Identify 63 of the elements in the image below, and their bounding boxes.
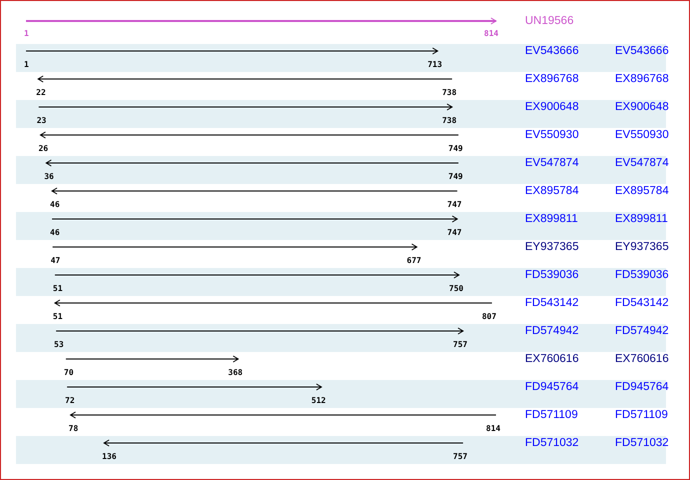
end-position: 757 — [453, 340, 468, 350]
start-position: 51 — [52, 284, 63, 294]
sequence-id: FD571032 — [525, 436, 579, 450]
sequence-id: EX760616 — [615, 352, 669, 366]
start-position: 136 — [102, 452, 116, 462]
start-position: 36 — [44, 172, 54, 182]
start-position: 70 — [64, 368, 74, 378]
sequence-id: EV550930 — [615, 128, 669, 142]
start-position: 1 — [24, 29, 29, 39]
sequence-id: FD571109 — [615, 408, 668, 422]
sequence-id: FD574942 — [525, 324, 579, 338]
sequence-id: EV547874 — [615, 156, 669, 170]
start-position: 78 — [68, 424, 78, 434]
end-position: 677 — [406, 256, 422, 266]
end-position: 814 — [484, 29, 498, 39]
sequence-id: EX899811 — [525, 212, 578, 226]
start-position: 23 — [36, 116, 46, 126]
start-position: 51 — [52, 312, 63, 322]
start-position: 46 — [50, 200, 60, 210]
sequence-id: EX895784 — [525, 184, 579, 198]
sequence-id: FD543142 — [525, 296, 579, 310]
end-position: 368 — [228, 368, 243, 378]
sequence-id: EY937365 — [525, 240, 579, 254]
start-position: 72 — [65, 396, 75, 406]
sequence-id: UN19566 — [525, 14, 574, 28]
end-position: 747 — [447, 228, 462, 238]
sequence-id: FD539036 — [615, 268, 669, 282]
end-position: 738 — [442, 116, 457, 126]
end-position: 738 — [442, 88, 457, 98]
end-position: 713 — [428, 60, 442, 70]
start-position: 26 — [38, 144, 48, 154]
sequence-id: EX900648 — [615, 100, 669, 114]
sequence-id: EV543666 — [615, 44, 669, 58]
end-position: 747 — [447, 200, 462, 210]
sequence-id: EV543666 — [525, 44, 579, 58]
end-position: 749 — [448, 144, 463, 154]
start-position: 1 — [24, 60, 29, 70]
sequence-id: EX760616 — [525, 352, 579, 366]
sequence-id: FD543142 — [615, 296, 669, 310]
sequence-id: FD574942 — [615, 324, 669, 338]
sequence-id: EX899811 — [615, 212, 668, 226]
end-position: 749 — [448, 172, 463, 182]
start-position: 53 — [54, 340, 64, 350]
end-position: 512 — [311, 396, 326, 406]
end-position: 750 — [449, 284, 464, 294]
end-position: 757 — [453, 452, 468, 462]
sequence-id: FD539036 — [525, 268, 579, 282]
sequence-id: FD945764 — [525, 380, 579, 394]
start-position: 22 — [36, 88, 46, 98]
sequence-id: EV547874 — [525, 156, 579, 170]
end-position: 807 — [482, 312, 496, 322]
sequence-id: FD571032 — [615, 436, 669, 450]
sequence-id: EX896768 — [615, 72, 669, 86]
end-position: 814 — [486, 424, 500, 434]
start-position: 47 — [50, 256, 60, 266]
sequence-id: EX895784 — [615, 184, 669, 198]
sequence-id: FD945764 — [615, 380, 669, 394]
sequence-id: EY937365 — [615, 240, 669, 254]
sequence-id: EX896768 — [525, 72, 579, 86]
start-position: 46 — [50, 228, 60, 238]
sequence-id: EX900648 — [525, 100, 579, 114]
sequence-id: EV550930 — [525, 128, 579, 142]
sequence-id: FD571109 — [525, 408, 578, 422]
